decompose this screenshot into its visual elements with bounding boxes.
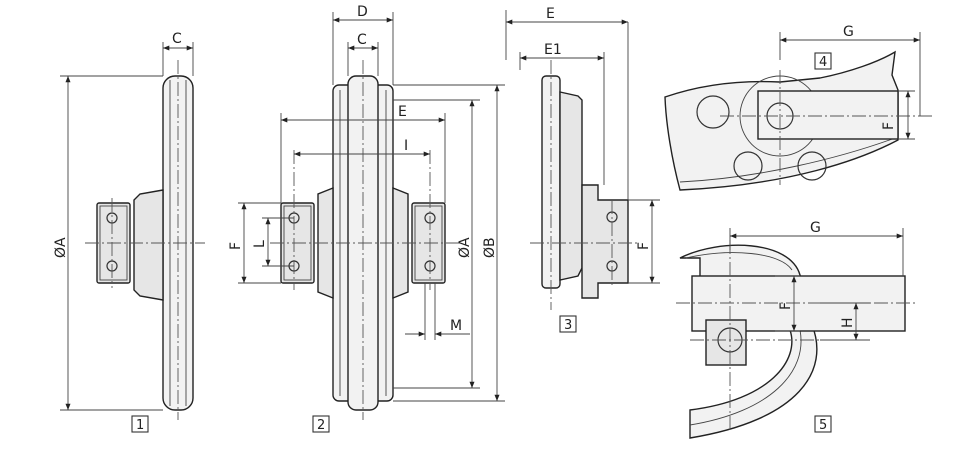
dim-e-fig2: E xyxy=(398,104,407,120)
dim-d: D xyxy=(357,4,368,20)
dim-f-fig2: F xyxy=(228,242,244,250)
dim-g-fig4: G xyxy=(843,24,854,40)
dim-g-fig5: G xyxy=(810,220,821,236)
dim-c-fig1: C xyxy=(172,31,182,47)
dim-m: M xyxy=(450,318,462,334)
dim-l: L xyxy=(252,240,268,248)
dim-f-fig4: F xyxy=(881,122,897,130)
dim-dia-a-fig2: ØA xyxy=(457,237,473,258)
dim-dia-b: ØB xyxy=(482,237,498,258)
dim-c-fig2: C xyxy=(357,32,367,48)
figure-number-5: 5 xyxy=(819,418,827,433)
figure-4: G F 4 xyxy=(664,24,935,191)
figure-number-1: 1 xyxy=(136,418,144,433)
figure-number-4: 4 xyxy=(819,55,827,70)
figure-3: E E1 F 3 xyxy=(505,6,660,333)
figure-number-3: 3 xyxy=(564,318,572,333)
figure-5: G F H 5 xyxy=(676,220,918,439)
dim-e1: E1 xyxy=(544,42,562,58)
dim-h: H xyxy=(840,317,856,328)
dim-f-fig3: F xyxy=(636,242,652,250)
dim-dia-a-fig1: ØA xyxy=(53,237,69,258)
figure-2: D C E I F L M ØA xyxy=(228,4,505,433)
dim-e-fig3: E xyxy=(546,6,555,22)
dim-f-fig5: F xyxy=(778,302,794,310)
dim-i: I xyxy=(404,138,408,154)
figure-1: C ØA 1 xyxy=(53,31,205,433)
figure-number-2: 2 xyxy=(317,418,325,433)
